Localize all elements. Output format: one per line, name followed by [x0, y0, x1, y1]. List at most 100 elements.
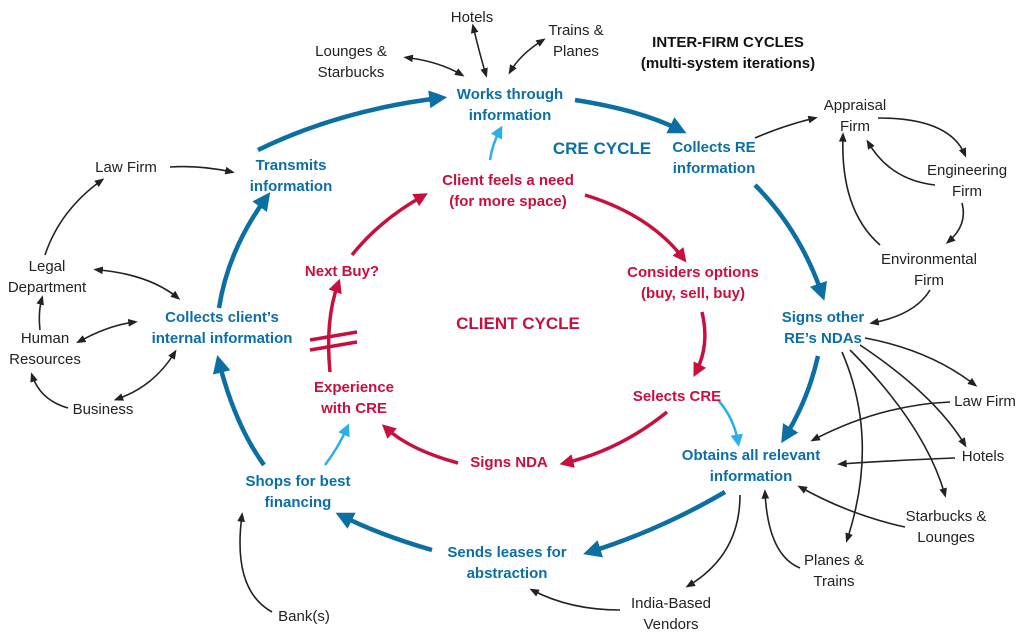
ext-legal-line-1: Legal — [28, 258, 66, 275]
client-step-experience-line-1: Experience — [313, 379, 395, 396]
cre-step-signs-ndas-line-1: Signs other — [781, 309, 865, 326]
ext-law-left-line-1: Law Firm — [95, 159, 157, 176]
ext-law-right-line-1: Law Firm — [954, 393, 1016, 410]
ext-arrow-collects-re-to-appraisal — [754, 115, 818, 139]
cre-step-sends-leases-line-1: Sends leases for — [447, 544, 567, 561]
inter-firm-title-line-1: INTER-FIRM CYCLES — [652, 34, 804, 51]
cre-step-collects-re-line-1: Collects RE — [672, 139, 756, 156]
cre-step-collects-client-line-1: Collects client’s — [165, 309, 279, 326]
client-step-next-buy-line-1: Next Buy? — [304, 263, 380, 280]
cre-step-collects-clients-internal-information: Collects client’s internal information — [152, 307, 293, 349]
ext-legal-line-2: Department — [7, 279, 87, 296]
inter-firm-title: INTER-FIRM CYCLES (multi-system iteratio… — [641, 32, 815, 74]
client-step-experience-line-2: with CRE — [321, 400, 387, 417]
cre-step-sends-leases-for-abstraction: Sends leases for abstraction — [447, 542, 566, 584]
cre-arrow-collects-re-to-signs-ndas — [753, 183, 827, 301]
ext-banks-line-1: Bank(s) — [278, 608, 330, 625]
cre-arrow-obtains-to-sends-leases — [583, 490, 727, 558]
ext-arrow-hr-to-legal — [36, 295, 44, 331]
ext-environmental-line-2: Firm — [913, 272, 944, 289]
cre-step-collects-re-information: Collects RE information — [672, 137, 755, 179]
client-step-considers-options: Considers options (buy, sell, buy) — [627, 262, 759, 304]
client-step-considers-line-1: Considers options — [627, 264, 759, 281]
ext-banks: Bank(s) — [278, 606, 330, 627]
ext-lounges-starbucks-top: Lounges & Starbucks — [315, 41, 387, 83]
ext-engineering-line-1: Engineering — [926, 162, 1008, 179]
ext-lounges-top-line-2: Starbucks — [317, 64, 385, 81]
ext-engineering-firm: Engineering Firm — [927, 160, 1007, 202]
ext-business: Business — [73, 399, 134, 420]
cre-cycle-title: CRE CYCLE — [552, 139, 652, 158]
ext-hr-line-2: Resources — [9, 351, 81, 368]
client-step-selects-cre: Selects CRE — [633, 386, 721, 407]
ext-hotels-right: Hotels — [962, 446, 1005, 467]
ext-hotels-top-line-1: Hotels — [450, 9, 494, 26]
ext-trains-planes-top: Trains & Planes — [548, 20, 603, 62]
ext-hr-line-1: Human — [20, 330, 70, 347]
ext-india-based-vendors: India-Based Vendors — [631, 593, 711, 635]
ext-environmental-firm: Environmental Firm — [881, 249, 977, 291]
client-step-feels-a-need: Client feels a need (for more space) — [442, 170, 574, 212]
ext-arrow-legal-collects — [93, 266, 181, 300]
cre-arrow-works-to-collects-re — [574, 97, 687, 134]
ext-planes-line-2: Trains — [813, 573, 855, 590]
client-cycle-break-mark — [309, 330, 358, 352]
ext-arrow-environmental-to-signs-ndas — [869, 289, 931, 326]
ext-legal-department: Legal Department — [8, 256, 86, 298]
client-step-considers-line-2: (buy, sell, buy) — [641, 285, 745, 302]
client-arrow-experience-to-next-buy — [326, 278, 342, 373]
transition-arrow-need-to-works — [488, 125, 503, 161]
ext-india-line-1: India-Based — [630, 595, 712, 612]
ext-arrow-planes-to-obtains — [761, 489, 801, 569]
ext-arrow-engineering-to-appraisal — [866, 139, 936, 186]
ext-arrow-lounges-top — [403, 54, 465, 77]
inter-firm-title-line-2: (multi-system iterations) — [640, 55, 816, 72]
ext-arrow-engineering-to-environmental — [945, 202, 965, 244]
client-step-selects-line-1: Selects CRE — [632, 388, 722, 405]
client-step-experience-with-cre: Experience with CRE — [314, 377, 394, 419]
cre-step-sends-leases-line-2: abstraction — [466, 565, 548, 582]
cre-arrow-sends-leases-to-shops — [335, 512, 433, 553]
ext-arrow-law-right-to-obtains — [810, 401, 951, 442]
cre-step-signs-other-ndas: Signs other RE’s NDAs — [782, 307, 865, 349]
cre-step-shops-line-1: Shops for best — [245, 473, 351, 490]
client-arrow-selects-to-signs-nda — [559, 410, 669, 468]
ext-planes-line-1: Planes & — [803, 552, 865, 569]
ext-starbucks-lounges-right: Starbucks & Lounges — [906, 506, 987, 548]
cre-step-signs-ndas-line-2: RE’s NDAs — [784, 330, 862, 347]
ext-arrow-appraisal-to-engineering — [877, 117, 967, 158]
client-arrow-signs-nda-to-experience — [381, 424, 459, 465]
cre-arrow-collects-client-to-transmits — [216, 192, 271, 309]
cre-step-works-through-information: Works through information — [457, 84, 563, 126]
ext-appraisal-line-2: Firm — [839, 118, 870, 135]
cre-arrow-transmits-to-works — [257, 90, 448, 153]
cre-step-collects-client-line-2: internal information — [151, 330, 293, 347]
ext-arrow-india-to-sends-leases — [529, 588, 621, 611]
cre-step-obtains-line-2: information — [709, 468, 793, 485]
ext-hotels-top: Hotels — [451, 7, 494, 28]
ext-planes-trains-right: Planes & Trains — [804, 550, 864, 592]
ext-arrow-banks-to-shops — [237, 512, 273, 613]
ext-starbucks-line-1: Starbucks & — [905, 508, 987, 525]
cre-step-works-line-2: information — [468, 107, 552, 124]
cre-step-works-line-1: Works through — [456, 86, 564, 103]
cre-step-transmits-information: Transmits information — [250, 155, 333, 197]
cre-step-obtains-line-1: Obtains all relevant — [681, 447, 821, 464]
ext-arrow-business-collects — [113, 349, 177, 401]
ext-arrow-ndas-to-planes — [841, 351, 864, 543]
cre-step-collects-re-line-2: information — [672, 160, 756, 177]
client-arrow-need-to-considers — [584, 193, 687, 263]
client-step-need-line-2: (for more space) — [449, 193, 567, 210]
cre-step-obtains-all-relevant-information: Obtains all relevant information — [682, 445, 820, 487]
transition-arrow-shops-to-experience — [324, 423, 350, 466]
ext-arrow-hotels-right-to-obtains — [837, 457, 956, 468]
ext-trains-top-line-1: Trains & — [548, 22, 604, 39]
ext-india-line-2: Vendors — [643, 616, 699, 633]
ext-arrow-hotels-top — [470, 23, 488, 78]
ext-arrow-ndas-to-starbucks — [849, 349, 947, 498]
ext-arrow-ndas-to-law-right — [864, 337, 978, 387]
ext-arrow-business-to-hr — [30, 372, 69, 409]
ext-hotels-right-line-1: Hotels — [961, 448, 1005, 465]
client-arrow-considers-to-selects — [693, 311, 707, 377]
